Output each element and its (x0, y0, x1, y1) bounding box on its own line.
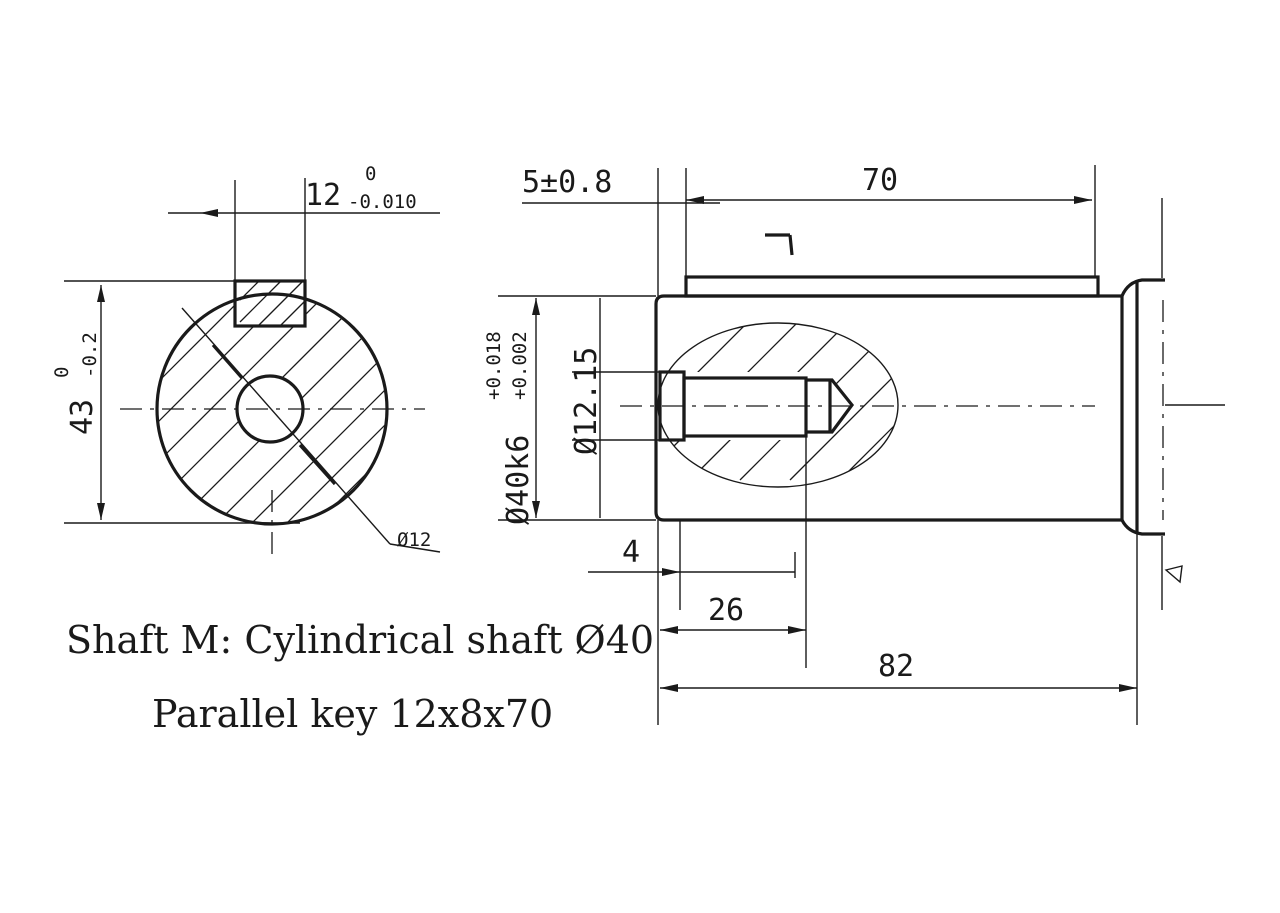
thread-diameter-label: Ø12.15 (569, 347, 604, 455)
shaft-height-tol-upper: 0 (51, 367, 73, 378)
shaft-length-dimension: 82 (878, 649, 914, 684)
key-profile (233, 279, 307, 328)
caption-shaft-type: Shaft M: Cylindrical shaft Ø40 (66, 618, 655, 662)
shaft-diameter-tol-upper: +0.018 (483, 331, 505, 400)
key-top (684, 275, 1100, 298)
key-width-label: 12 (305, 178, 341, 213)
shaft-height-label: 43 (65, 399, 100, 435)
offset-dimension: 4 (622, 535, 640, 570)
key-length-dimension: 70 (862, 163, 898, 198)
shoulder-dimension: 5±0.8 (522, 165, 612, 200)
shaft-diameter-tolerance: Ø40k6 (501, 435, 536, 525)
key-width-tol-upper: 0 (365, 163, 376, 185)
cross-section-view: 12 0 -0.010 43 0 -0.2 Ø12 (51, 163, 441, 556)
thread-hole (682, 376, 808, 438)
side-view: 5±0.8 70 Ø40k6 +0.018 +0.002 Ø12.15 4 26… (483, 163, 1225, 725)
shaft-diameter-tol-lower: +0.002 (509, 331, 531, 400)
hole-depth-dimension: 26 (708, 593, 744, 628)
caption-key-spec: Parallel key 12x8x70 (152, 692, 554, 736)
hole-diameter-label: Ø12 (397, 529, 431, 551)
shaft-body (654, 294, 1124, 522)
shaft-height-tol-lower: -0.2 (79, 332, 101, 378)
key-width-tol-lower: -0.010 (348, 191, 417, 213)
